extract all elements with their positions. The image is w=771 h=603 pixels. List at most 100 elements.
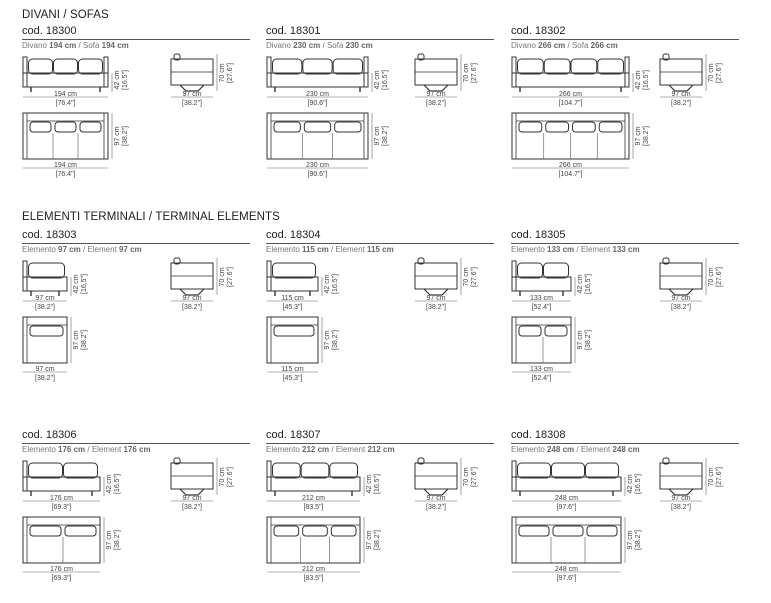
width-cm-label: 176 cm [50,495,73,502]
back-cushion-shape [517,462,551,479]
seat-height-in-label: [16.5"] [643,70,650,90]
width-in-label: [45.3"] [283,304,303,311]
top-depth-cm-label: 97 cm [635,126,642,145]
caption-width-en: 230 cm [345,41,373,50]
top-depth-in-label: [38.2"] [374,530,381,550]
side-view-drawing: 97 cm[38.2"]70 cm[27.6"] [659,257,723,311]
back-cushion-shape [517,262,543,279]
side-view-drawing: 97 cm[38.2"]70 cm[27.6"] [414,53,478,107]
back-cushion-shape [329,462,358,479]
depth-in-label: [38.2"] [426,304,446,311]
top-view-drawing: 176 cm[69.3"]97 cm[38.2"] [22,516,121,582]
caption-label-it: Divano [22,41,47,50]
seat-height-in-label: [16.5"] [635,474,642,494]
product-code: cod. 18301 [266,25,321,37]
seat-height-cm-label: 42 cm [106,474,113,493]
top-cushion-shape [552,525,584,537]
side-view-drawing: 97 cm[38.2"]70 cm[27.6"] [170,457,234,511]
code-underline [22,243,250,244]
top-width-in-label: [38.2"] [35,375,55,382]
seat-base-shape [266,276,319,292]
depth-cm-label: 97 cm [182,91,201,98]
top-view-drawing: 97 cm[38.2"]97 cm[38.2"] [22,316,88,382]
top-depth-cm-label: 97 cm [324,330,331,349]
depth-cm-label: 97 cm [426,295,445,302]
caption-label-it: Divano [511,41,536,50]
front-view-drawing: 133 cm[52.4"]42 cm[16.5"] [511,260,592,311]
side-back-cushion-shape [417,257,425,265]
top-outline-shape [266,516,361,564]
width-cm-label: 266 cm [559,91,582,98]
caption-width-it: 212 cm [302,445,330,454]
code-underline [266,443,494,444]
top-depth-cm-label: 97 cm [106,530,113,549]
back-cushion-shape [272,262,316,279]
depth-in-label: [38.2"] [671,304,691,311]
seat-height-in-label: [16.5"] [585,274,592,294]
side-leg-shape [668,488,694,496]
front-view-drawing: 266 cm[104.7"]42 cm[16.5"] [511,56,650,107]
depth-cm-label: 97 cm [182,295,201,302]
top-width-in-label: [104.7"] [559,171,583,178]
armrest-left-shape [511,56,517,88]
armrest-left-shape [22,56,28,88]
code-underline [22,443,250,444]
code-underline [511,443,739,444]
product-code: cod. 18305 [511,229,566,241]
top-width-cm-label: 212 cm [302,566,325,573]
height-in-label: [27.6"] [471,63,478,83]
top-view-drawing: 266 cm[104.7"]97 cm[38.2"] [511,112,650,178]
caption-label-it: Elemento [22,245,56,254]
height-cm-label: 70 cm [219,63,226,82]
seat-base-shape [511,476,622,492]
top-cushion-shape [79,121,102,133]
depth-in-label: [38.2"] [426,100,446,107]
top-depth-in-label: [38.2"] [643,126,650,146]
caption-label-it: Elemento [266,245,300,254]
seat-base-shape [22,476,101,492]
caption-width-en: 97 cm [118,245,142,254]
back-cushion-shape [597,58,624,75]
seat-base-shape [22,276,68,292]
caption-separator: / [329,445,336,454]
armrest-left-shape [266,260,272,292]
side-leg-shape [423,288,449,296]
height-cm-label: 70 cm [708,63,715,82]
depth-in-label: [38.2"] [426,504,446,511]
width-cm-label: 230 cm [306,91,329,98]
width-in-label: [83.5"] [304,504,324,511]
caption-width-it: 194 cm [49,41,77,50]
top-width-in-label: [69.3"] [52,575,72,582]
width-cm-label: 97 cm [35,295,54,302]
back-cushion-shape [28,462,63,479]
back-cushion-shape [551,462,585,479]
caption-separator: / [85,445,92,454]
top-width-cm-label: 194 cm [54,162,77,169]
side-view-drawing: 97 cm[38.2"]70 cm[27.6"] [170,257,234,311]
caption-width-en: 115 cm [367,245,394,254]
top-outline-shape [22,516,101,564]
top-depth-cm-label: 97 cm [366,530,373,549]
top-cushion-shape [544,325,568,337]
height-cm-label: 70 cm [219,467,226,486]
height-in-label: [27.6"] [227,267,234,287]
width-cm-label: 212 cm [302,495,325,502]
height-in-label: [27.6"] [227,63,234,83]
width-in-label: [97.6"] [557,504,577,511]
caption-width-en: 266 cm [590,41,618,50]
seat-base-shape [511,72,630,88]
front-view-drawing: 248 cm[97.6"]42 cm[16.5"] [511,460,642,511]
top-cushion-shape [598,121,623,133]
top-outline-shape [22,316,68,364]
side-leg-shape [179,288,205,296]
caption-width-it: 133 cm [547,245,575,254]
top-cushion-shape [303,121,332,133]
top-cushion-shape [273,525,300,537]
height-in-label: [27.6"] [716,267,723,287]
height-cm-label: 70 cm [463,267,470,286]
caption-label-it: Elemento [22,445,56,454]
seat-height-cm-label: 42 cm [114,70,121,89]
